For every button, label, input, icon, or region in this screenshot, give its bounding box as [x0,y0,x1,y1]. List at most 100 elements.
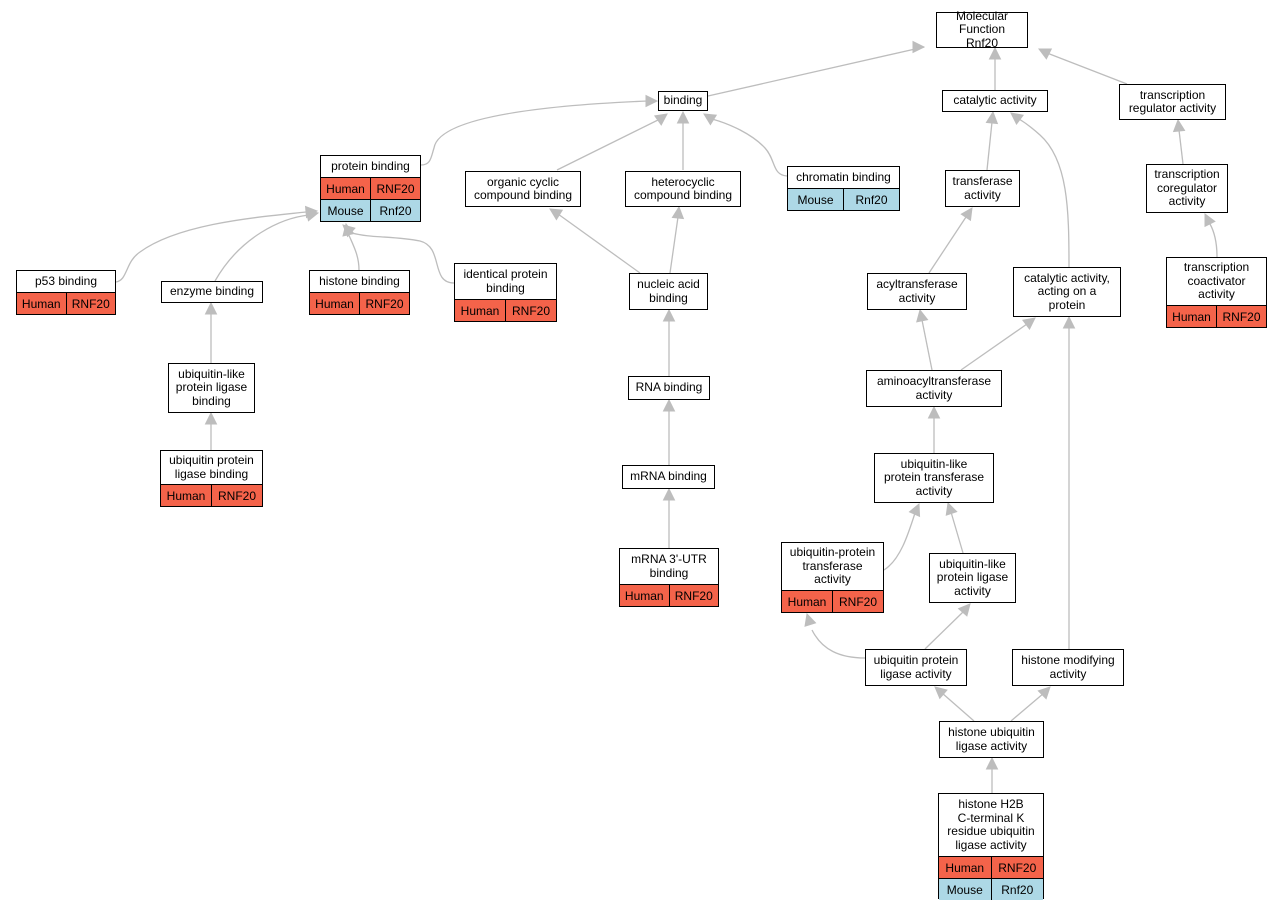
edge-histone-to-protbind [347,232,360,271]
species-cell: Human [945,860,985,875]
node-binding[interactable]: binding [658,91,708,111]
annotation-row-human: Human RNF20 [1167,305,1266,327]
arrowhead-treg-to-mf [1037,48,1053,60]
arrowhead-ubpligbind-to-ublbind [204,411,218,425]
edge-hublig-to-ubplig [941,692,975,722]
gene-cell: RNF20 [1216,306,1266,327]
arrowhead-ubltrans-to-aminoacyl [927,405,941,419]
edge-catprot-to-catalytic [1018,118,1070,268]
arrowhead-h2b-to-hublig [985,756,999,770]
node-label: catalytic activity [953,93,1037,108]
arrowhead-aminoacyl-to-acyl [916,308,929,323]
annotation-row-human: Human RNF20 [620,584,718,606]
species-cell: Human [166,488,206,503]
arrowhead-hublig-to-ubplig [934,686,948,700]
annotation-row-human: Human RNF20 [455,299,556,321]
arrowhead-mrna-to-rna [662,398,676,412]
node-rna-binding[interactable]: RNA binding [628,376,710,400]
arrowhead-nucleic-to-organic [549,208,564,221]
node-mrna-binding[interactable]: mRNA binding [622,465,715,489]
node-enzyme-binding[interactable]: enzyme binding [161,281,263,303]
edge-tcoact-to-tcoreg [1209,223,1218,258]
node-chromatin-binding[interactable]: chromatin binding Mouse Rnf20 [787,166,900,211]
node-label: enzyme binding [169,284,255,299]
edge-organic-to-binding [556,118,661,171]
arrowhead-tcoact-to-tcoreg [1204,213,1216,228]
annotation-row-human: Human RNF20 [782,590,883,612]
arrowhead-ublbind-to-enzyme [204,301,218,315]
node-catalytic-activity[interactable]: catalytic activity [942,90,1048,112]
arrowhead-ubptrans-to-ubltrans [908,502,921,518]
annotation-row-mouse: Mouse Rnf20 [321,199,420,221]
edge-nucleic-to-hetero [669,216,679,274]
arrowhead-ublig-to-ubltrans [945,501,958,516]
arrowhead-nucleic-to-hetero [671,205,685,220]
gene-cell: RNF20 [832,591,883,612]
gene-cell: Rnf20 [990,879,1044,900]
gene-cell: RNF20 [990,857,1044,878]
arrowhead-transferase-to-catalytic [985,110,999,125]
arrowhead-catprot-to-catalytic [1010,112,1024,125]
edge-protbind-to-binding [420,100,649,166]
edge-p53-to-protbind [115,211,307,283]
species-cell: Human [460,303,500,318]
node-label: protein binding [331,158,410,173]
arrowhead-hublig-to-hmod [1037,686,1051,700]
edge-tcoreg-to-treg [1178,129,1184,165]
edge-identical-to-protbind [351,232,455,284]
species-cell: Human [21,296,61,311]
gene-cell: RNF20 [668,585,719,606]
annotation-row-human: Human RNF20 [321,177,420,199]
edge-chromatin-to-binding [711,118,788,177]
gene-cell: RNF20 [370,178,420,199]
arrowhead-binding-to-mf [912,40,926,54]
node-label: RNA binding [635,380,703,395]
arrowhead-utr-to-mrna [662,487,676,501]
node-histone-binding[interactable]: histone binding Human RNF20 [309,270,410,315]
node-protein-binding[interactable]: protein binding Human RNF20 Mouse Rnf20 [320,155,421,222]
edge-hublig-to-hmod [1010,692,1045,722]
node-label: binding [663,93,703,108]
node-label: p53 binding [34,273,98,288]
species-cell: Mouse [797,192,834,207]
species-cell: Human [326,181,365,196]
edge-ubplig-to-ubptrans [811,629,866,659]
arrowhead-organic-to-binding [653,113,668,126]
annotation-row-human: Human RNF20 [17,292,115,314]
node-p53-binding[interactable]: p53 binding Human RNF20 [16,270,116,315]
gene-cell: Rnf20 [843,189,899,210]
